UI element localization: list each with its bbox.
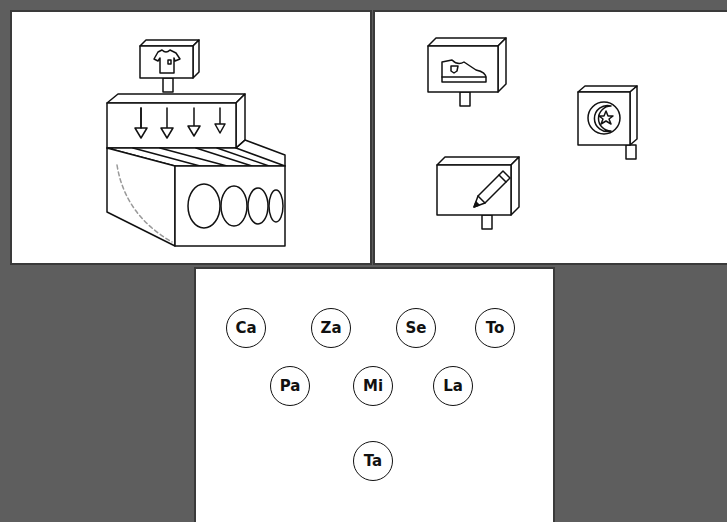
syllable-circle: Za (311, 308, 351, 348)
syllable-circle: Se (396, 308, 436, 348)
syllable-text: Ta (364, 452, 382, 470)
syllable-circle: Ca (226, 308, 266, 348)
syllable-text: Se (406, 319, 427, 337)
syllable-circle: Ta (353, 441, 393, 481)
right-panel (373, 10, 727, 265)
syllable-text: Za (321, 319, 342, 337)
syllable-circle: To (475, 308, 515, 348)
star-crescent-sign (578, 86, 637, 159)
syllable-text: Mi (363, 377, 383, 395)
pencil-sign (437, 157, 519, 229)
syllable-text: Ca (235, 319, 256, 337)
syllable-circle: Pa (270, 366, 310, 406)
syllable-circle: Mi (353, 366, 393, 406)
syllable-text: La (443, 377, 463, 395)
syllable-text: To (486, 319, 505, 337)
shoe-sign (428, 38, 506, 106)
syllable-circle: La (433, 366, 473, 406)
sorting-machine (107, 40, 285, 246)
syllable-text: Pa (280, 377, 301, 395)
